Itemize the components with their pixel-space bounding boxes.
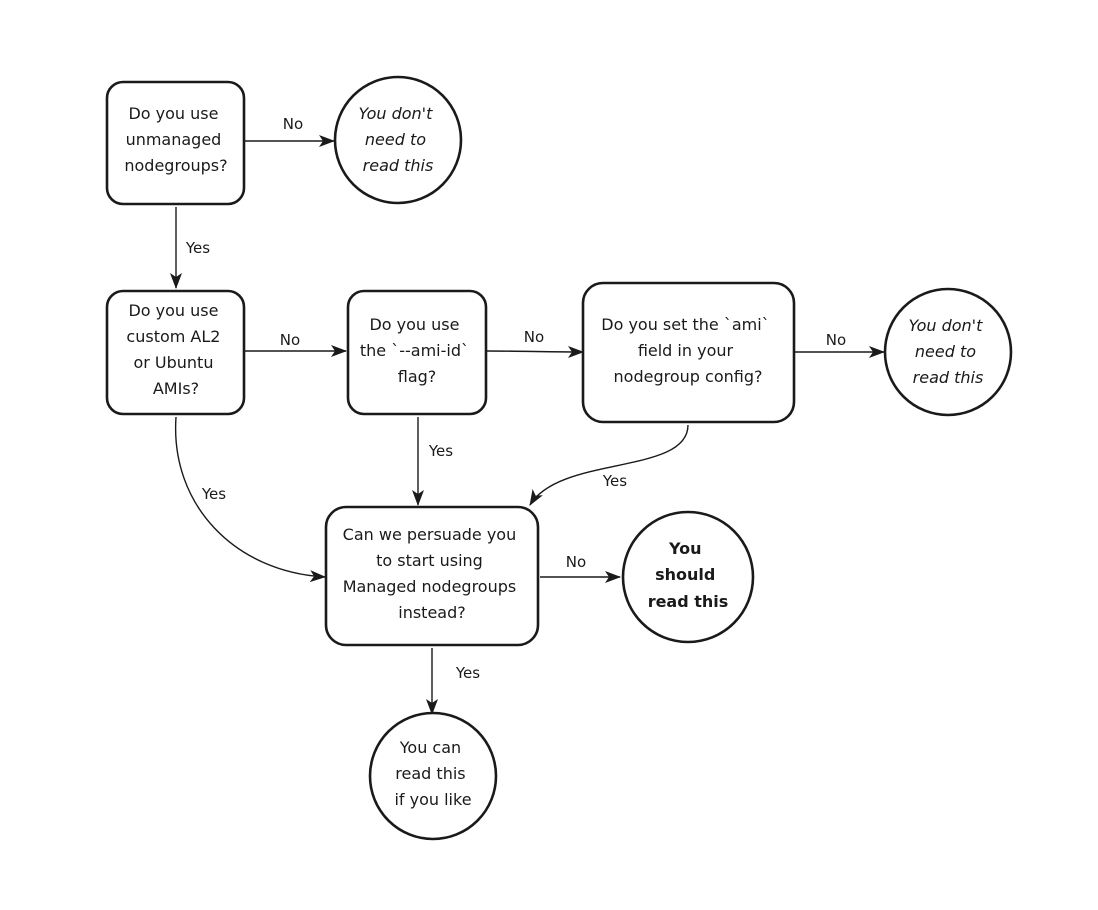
node-ami-field-line-1: Do you set the `ami` [601, 315, 769, 334]
node-unmanaged-line-1: Do you use [128, 104, 218, 123]
edge-ami-flag-yes: Yes [412, 417, 453, 506]
node-custom-ami-line-4: AMIs? [153, 379, 199, 398]
edge-custom-ami-yes: Yes [174, 416, 326, 583]
node-persuade-line-4: instead? [398, 603, 466, 622]
node-end-should-line-3: read this [648, 592, 729, 611]
node-unmanaged-line-2: unmanaged [126, 130, 222, 149]
edge-label-persuade-yes: Yes [455, 664, 480, 682]
node-end-top-line-3: read this [363, 156, 434, 175]
edge-unmanaged-yes: Yes [170, 207, 210, 289]
node-end-top-line-1: You don't [359, 104, 434, 123]
edge-label-ami-flag-no: No [524, 328, 544, 346]
node-end-right-line-3: read this [913, 368, 984, 387]
edge-label-unmanaged-no: No [283, 115, 303, 133]
node-end-should-line-2: should [655, 565, 715, 584]
node-ami-flag-line-3: flag? [398, 367, 437, 386]
edge-label-ami-flag-yes: Yes [428, 442, 453, 460]
node-end-top-line-2: need to [365, 130, 426, 149]
node-end-right: You don't need to read this [883, 287, 1013, 417]
edge-ami-flag-no: No [486, 328, 584, 358]
node-unmanaged-question: Do you use unmanaged nodegroups? [105, 80, 246, 206]
edge-persuade-no: No [540, 553, 621, 583]
node-custom-ami-line-3: or Ubuntu [133, 353, 213, 372]
node-ami-field-line-3: nodegroup config? [614, 367, 763, 386]
edge-persuade-yes: Yes [426, 648, 480, 715]
node-end-can-line-1: You can [399, 738, 461, 757]
edge-label-custom-ami-no: No [280, 331, 300, 349]
edge-label-unmanaged-yes: Yes [185, 239, 210, 257]
svg-text:You don't need to: You don't need to read this [359, 104, 438, 175]
node-unmanaged-line-3: nodegroups? [124, 156, 227, 175]
node-ami-flag-question: Do you use the `--ami-id` flag? [346, 289, 488, 416]
edge-ami-field-no: No [795, 331, 885, 358]
node-persuade-line-2: to start using [376, 551, 483, 570]
node-end-can: You can read this if you like [368, 711, 498, 841]
svg-text:Do you use the `--ami-id: Do you use the `--ami-id` flag? [360, 315, 474, 386]
node-end-can-line-2: read this [395, 764, 465, 783]
node-persuade-question: Can we persuade you to start using Manag… [324, 505, 540, 647]
node-custom-ami-line-2: custom AL2 [126, 327, 220, 346]
node-end-top: You don't need to read this [333, 75, 463, 205]
svg-text:You don't need to: You don't need to read this [909, 316, 988, 387]
edge-label-custom-ami-yes: Yes [201, 485, 226, 503]
node-end-can-line-3: if you like [394, 790, 471, 809]
node-end-right-line-1: You don't [909, 316, 984, 335]
node-ami-field-question: Do you set the `ami` field in your nodeg… [581, 281, 796, 424]
svg-text:Do you set the `ami` fie: Do you set the `ami` field in your nodeg… [601, 315, 775, 386]
node-ami-field-line-2: field in your [638, 341, 734, 360]
svg-text:Can we persuade you to s: Can we persuade you to start using Manag… [343, 525, 522, 622]
node-end-should-line-1: You [668, 539, 702, 558]
node-persuade-line-3: Managed nodegroups [343, 577, 517, 596]
node-end-should: You should read this [621, 510, 755, 644]
node-custom-ami-line-1: Do you use [128, 301, 218, 320]
edge-label-persuade-no: No [566, 553, 586, 571]
node-custom-ami-question: Do you use custom AL2 or Ubuntu AMIs? [105, 289, 246, 416]
node-end-right-line-2: need to [915, 342, 976, 361]
svg-text:You can read this: You can read this if you like [394, 738, 471, 809]
edge-label-ami-field-yes: Yes [602, 472, 627, 490]
edge-unmanaged-no: No [245, 115, 335, 147]
node-persuade-line-1: Can we persuade you [343, 525, 517, 544]
node-ami-flag-line-1: Do you use [369, 315, 459, 334]
svg-text:You should read th: You should read this [648, 539, 729, 611]
edge-label-ami-field-no: No [826, 331, 846, 349]
node-ami-flag-line-2: the `--ami-id` [360, 341, 469, 360]
edge-custom-ami-no: No [245, 331, 347, 357]
edge-ami-field-yes: Yes [529, 424, 689, 506]
svg-text:Do you use unmanaged: Do you use unmanaged nodegroups? [124, 104, 227, 175]
svg-text:Do you use custom AL2: Do you use custom AL2 or Ubuntu AMIs? [126, 301, 225, 398]
